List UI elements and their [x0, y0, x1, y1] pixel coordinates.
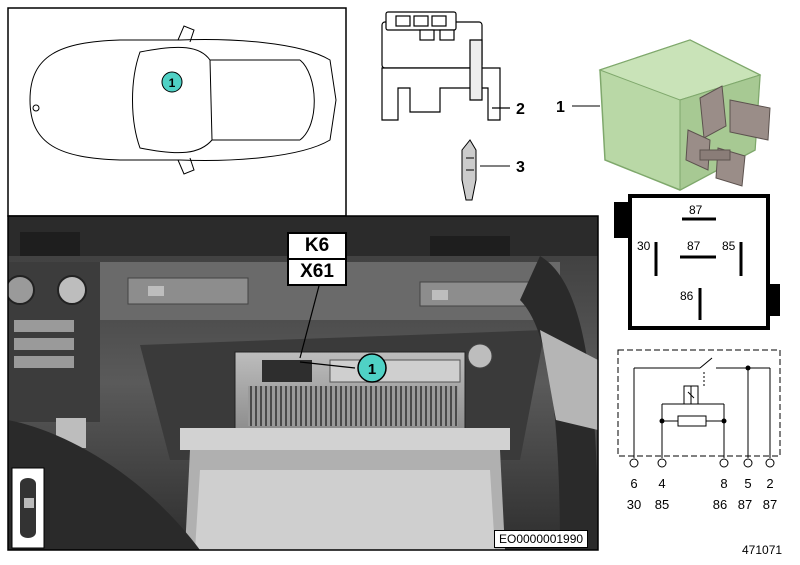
socket-pin-layout: 87 30 87 85 86 — [614, 194, 780, 330]
installation-photo: 1 — [7, 215, 599, 551]
item-3-label: 3 — [516, 159, 525, 176]
socket-pin-center: 87 — [687, 239, 701, 253]
photo-label-k6: K6 — [287, 232, 347, 260]
pin-bottom-1: 30 — [627, 497, 641, 512]
vehicle-location-panel: 1 — [7, 7, 347, 217]
pin-top-5: 2 — [766, 476, 773, 491]
photo-callout-1 — [357, 353, 387, 383]
schematic-pin-circles — [629, 458, 775, 468]
terminal-pin — [461, 139, 510, 201]
document-number: EO0000001990 — [494, 530, 589, 548]
relay-component — [598, 39, 771, 191]
schematic-junctions — [659, 365, 751, 424]
pin-bottom-3: 86 — [713, 497, 727, 512]
socket-pin-top: 87 — [689, 203, 703, 217]
car-callout-1 — [161, 71, 183, 93]
socket-pin-left: 30 — [637, 239, 651, 253]
image-id: 471071 — [742, 543, 783, 557]
pin-bottom-4: 87 — [738, 497, 752, 512]
car-callout-1-text: 1 — [169, 76, 176, 90]
schematic-pin-numbers-top: 6 4 8 5 2 — [630, 476, 773, 491]
pin-top-4: 5 — [744, 476, 751, 491]
pin-top-2: 4 — [658, 476, 665, 491]
relay-schematic — [617, 349, 781, 458]
socket-pin-right: 85 — [722, 239, 736, 253]
car-outline — [29, 25, 337, 175]
photo-label-x61: X61 — [287, 258, 347, 286]
schematic-pin-numbers-bottom: 30 85 86 87 87 — [627, 497, 777, 512]
pin-top-3: 8 — [720, 476, 727, 491]
item-2-label: 2 — [516, 101, 525, 118]
car-front-marker — [32, 104, 40, 112]
pin-bottom-2: 85 — [655, 497, 669, 512]
connector-housing — [381, 11, 510, 121]
pin-bottom-5: 87 — [763, 497, 777, 512]
pin-top-1: 6 — [630, 476, 637, 491]
photo-callout-1-text: 1 — [368, 361, 376, 378]
socket-pin-bottom: 86 — [680, 289, 694, 303]
item-1-label: 1 — [556, 99, 565, 116]
